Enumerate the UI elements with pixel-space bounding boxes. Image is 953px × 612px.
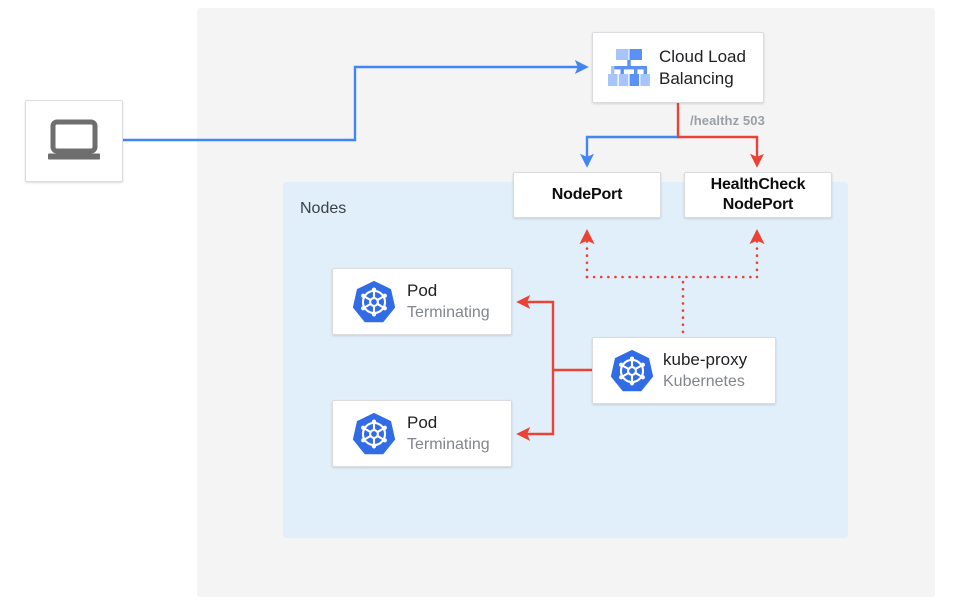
cloud-lb-text: Cloud Load Balancing <box>659 46 763 90</box>
healthcheck-nodeport-line-2: NodePort <box>722 196 794 213</box>
kubernetes-icon-wrapper-pod-2 <box>341 411 407 457</box>
pod-2-subtitle: Terminating <box>407 436 490 453</box>
kube-proxy-subtitle: Kubernetes <box>663 373 745 390</box>
cloud-load-balancing-box: Cloud Load Balancing <box>592 32 764 103</box>
pod-1-content: Pod Terminating <box>333 269 511 334</box>
connector-kubeproxy-to-pod-2 <box>516 370 555 441</box>
kube-proxy-title: kube-proxy <box>663 350 748 369</box>
healthcheck-nodeport-label: HealthCheck NodePort <box>685 173 831 217</box>
laptop-icon-wrapper <box>26 101 122 181</box>
pod-1-subtitle: Terminating <box>407 304 490 321</box>
kube-proxy-content: kube-proxy Kubernetes <box>593 338 775 403</box>
nodes-region-label: Nodes <box>300 200 347 217</box>
connector-lb-to-healthcheck-nodeport <box>677 135 764 168</box>
pod-2-text: Pod Terminating <box>407 412 511 455</box>
healthcheck-nodeport-line-1: HealthCheck <box>710 176 806 193</box>
pod-1-title: Pod <box>407 281 438 300</box>
kubernetes-icon <box>610 349 654 391</box>
pod-box-2: Pod Terminating <box>332 400 512 467</box>
kube-proxy-box: kube-proxy Kubernetes <box>592 337 776 404</box>
cloud-load-balancing-icon-wrapper <box>599 47 659 89</box>
client-device-box <box>25 100 123 182</box>
cloud-lb-title-line-2: Balancing <box>659 68 734 88</box>
healthcheck-nodeport-box: HealthCheck NodePort <box>684 172 832 218</box>
pod-box-1: Pod Terminating <box>332 268 512 335</box>
connector-lb-to-nodeport <box>580 135 679 168</box>
cloud-lb-title-line-1: Cloud Load <box>659 46 746 66</box>
laptop-icon <box>48 119 100 160</box>
kubernetes-icon <box>352 412 396 454</box>
kubernetes-icon-wrapper-kube-proxy <box>601 348 663 394</box>
connector-client-to-lb <box>123 60 589 142</box>
connector-kubeproxy-to-pod-1 <box>516 295 555 370</box>
cloud-load-balancing-icon <box>608 48 650 86</box>
pod-2-title: Pod <box>407 413 438 432</box>
kubernetes-icon <box>352 280 396 322</box>
healthz-503-label: /healthz 503 <box>690 113 765 128</box>
nodeport-box: NodePort <box>513 172 661 218</box>
kube-proxy-text: kube-proxy Kubernetes <box>663 349 775 392</box>
cloud-lb-content: Cloud Load Balancing <box>593 33 763 102</box>
pod-2-content: Pod Terminating <box>333 401 511 466</box>
pod-1-text: Pod Terminating <box>407 280 511 323</box>
nodeport-label: NodePort <box>551 186 623 203</box>
kubernetes-icon-wrapper-pod-1 <box>341 279 407 325</box>
